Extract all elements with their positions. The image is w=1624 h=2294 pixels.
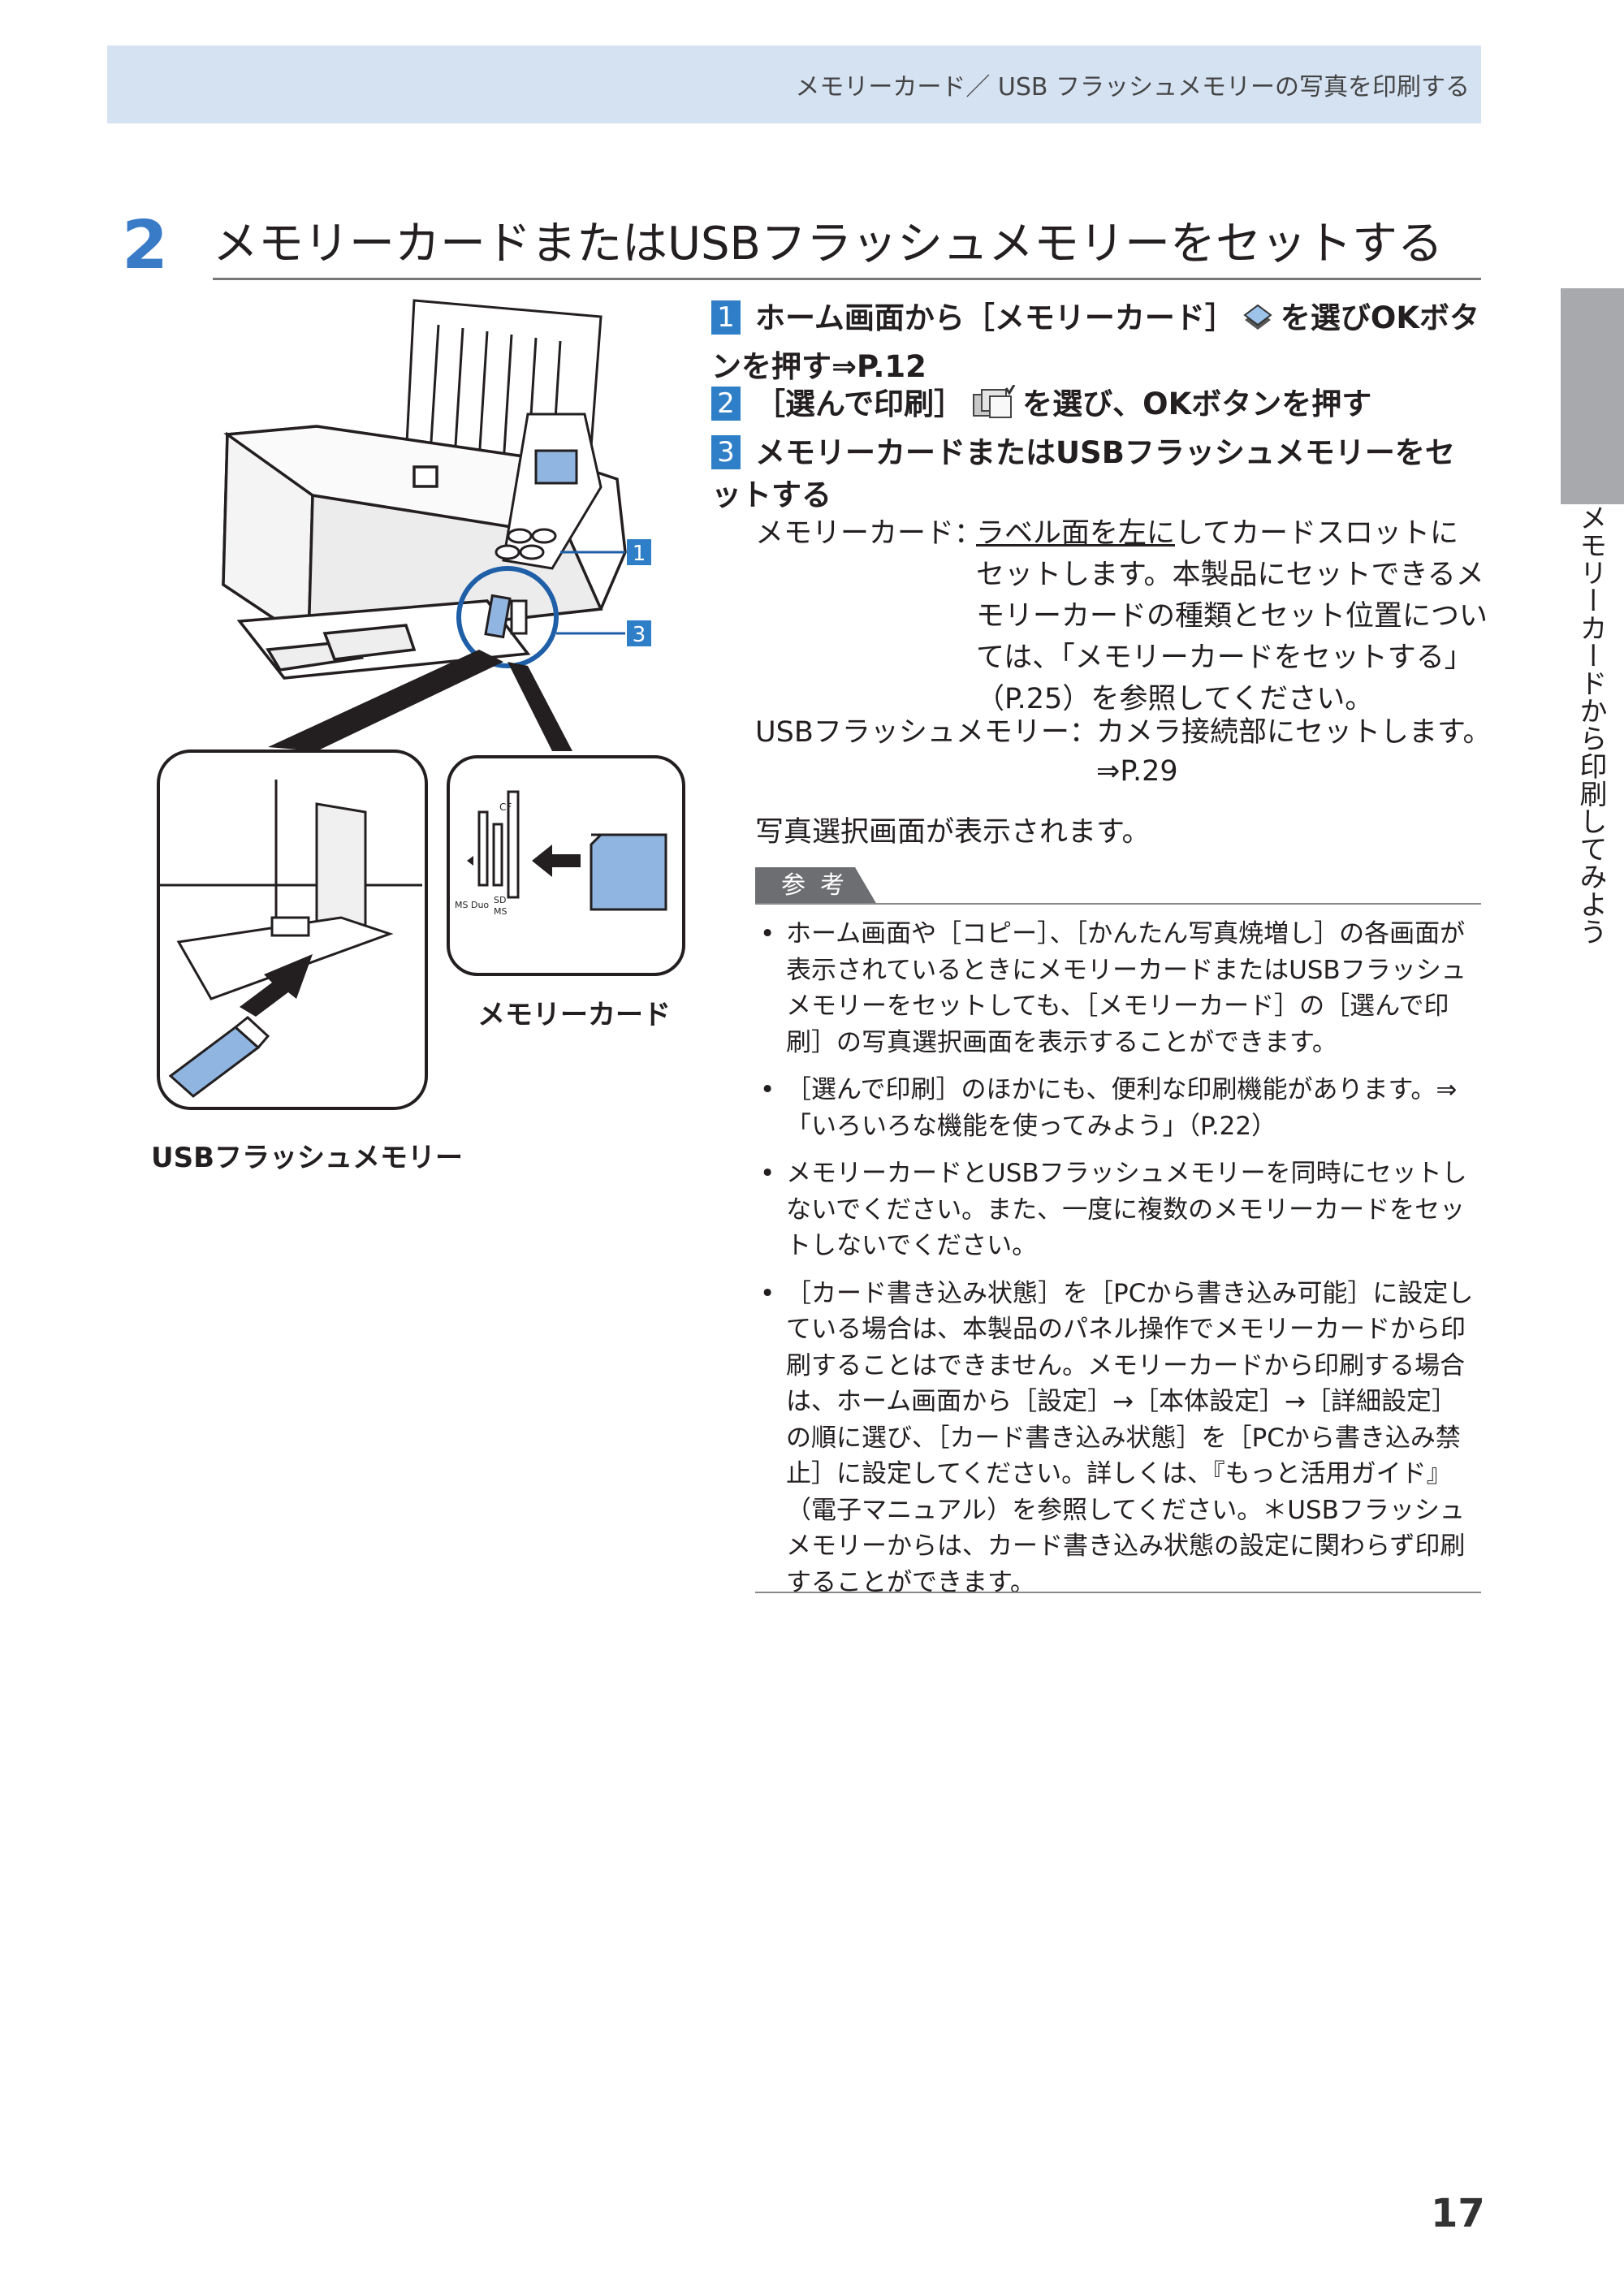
result-text: 写真選択画面が表示されます。 [755, 816, 1151, 849]
substep-3-text: メモリーカードまたはUSBフラッシュメモリーをセットする [711, 435, 1455, 512]
substep-3-badge: 3 [711, 435, 741, 469]
insert-arrow-card [532, 845, 581, 877]
slot-ms-label: MS [494, 906, 507, 917]
memory-card-underlined: ラベル面を左に [976, 517, 1176, 550]
memory-card-line-1: ラベル面を左にしてカードスロットに [976, 513, 1458, 555]
card-slots [477, 790, 520, 899]
slot-cf-label: CF [499, 801, 512, 813]
caption-memory-card: メモリーカード [477, 999, 671, 1031]
substep-1-badge: 1 [711, 300, 741, 335]
usb-line-2: ⇒P.29 [1096, 755, 1178, 788]
card-slot-area [456, 566, 559, 668]
reference-divider [755, 903, 1481, 905]
slot-ms-duo-label: MS Duo [455, 900, 489, 910]
sd-card-icon [590, 833, 667, 911]
memory-card-line-1-rest: してカードスロットに [1175, 517, 1458, 550]
usb-line-1: カメラ接続部にセットします。 [1096, 716, 1492, 749]
substep-2-text-before: ［選んで印刷］ [755, 387, 965, 421]
reference-bullet: ［カード書き込み状態］を［PCから書き込み可能］に設定している場合は、本製品のパ… [755, 1276, 1481, 1601]
page-number: 17 [1431, 2191, 1485, 2236]
reference-list: ホーム画面や［コピー］、［かんたん写真焼増し］の各画面が表示されているときにメモ… [755, 916, 1481, 1612]
control-panel [495, 413, 603, 570]
reference-bullet: ホーム画面や［コピー］、［かんたん写真焼増し］の各画面が表示されているときにメモ… [755, 916, 1481, 1061]
usb-stick-icon [168, 1016, 270, 1098]
reference-bullet: メモリーカードとUSBフラッシュメモリーを同時にセットしないでください。また、一… [755, 1156, 1481, 1264]
printer-illustration: 1 3 CF MS Duo SD MS [157, 299, 685, 1110]
memory-card-icon [1242, 304, 1274, 346]
side-tab-label: メモリーカードから印刷してみよう [1574, 503, 1607, 945]
callout-3: 3 [633, 623, 646, 647]
memory-card-line-2: セットします。本製品にセットできるメ [976, 559, 1484, 591]
substep-2-badge: 2 [711, 387, 741, 421]
memory-card-line-5: （P.25）を参照してください。 [976, 683, 1374, 715]
substep-2-text-after: を選び、OKボタンを押す [1022, 387, 1372, 421]
caption-usb-flash: USBフラッシュメモリー [151, 1142, 464, 1174]
substep-2: 2 ［選んで印刷］ を選び、OKボタンを押す [711, 383, 1483, 432]
substep-1: 1 ホーム画面から［メモリーカード］を選びOKボタンを押す⇒P.12 [711, 297, 1483, 388]
usb-term: USBフラッシュメモリー： [755, 716, 1098, 749]
zoom-wedge-right [508, 662, 572, 751]
insert-arrow-usb [240, 954, 313, 1017]
substep-1-text-before: ホーム画面から［メモリーカード］ [755, 300, 1235, 335]
breadcrumb: メモリーカード／ USB フラッシュメモリーの写真を印刷する [795, 73, 1470, 102]
zoom-wedge-left [268, 650, 503, 751]
memory-card-line-3: モリーカードの種類とセット位置につい [976, 600, 1488, 633]
reference-bullet: ［選んで印刷］のほかにも、便利な印刷機能があります。⇒「いろいろな機能を使ってみ… [755, 1072, 1481, 1144]
header-band [107, 45, 1481, 123]
memory-card-line-4: ては、「メモリーカードをセットする」 [976, 642, 1473, 674]
reference-badge: 参考 [755, 867, 877, 905]
substep-1-text-after: を選びOKボタンを押す⇒P.12 [711, 300, 1480, 384]
side-tab [1561, 288, 1624, 504]
callout-1: 1 [633, 542, 646, 566]
usb-detail-drawing [158, 780, 422, 1000]
section-title: メモリーカードまたはUSBフラッシュメモリーをセットする [213, 218, 1443, 270]
select-print-icon [970, 384, 1016, 432]
reference-end-divider [755, 1592, 1481, 1593]
slot-sd-label: SD [494, 895, 506, 905]
section-number: 2 [122, 207, 169, 284]
title-divider [213, 278, 1481, 280]
memory-card-term: メモリーカード： [755, 517, 983, 550]
